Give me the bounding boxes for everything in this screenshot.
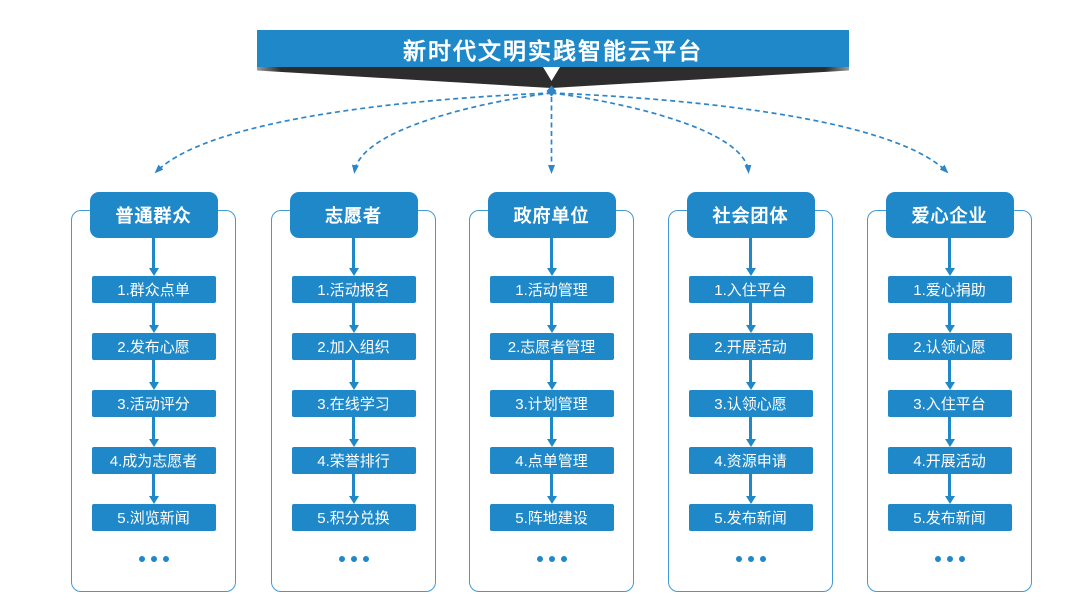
step-item: 4.开展活动 [887,447,1012,474]
connector-col-5 [551,92,949,174]
ellipsis-icon [138,556,169,562]
down-arrow-icon [148,238,159,276]
connector-col-4 [551,92,752,174]
down-arrow-icon [546,303,557,333]
step-item: 1.活动管理 [489,276,614,303]
step-item: 4.资源申请 [688,447,813,474]
step-item: 4.点单管理 [489,447,614,474]
step-item: 3.活动评分 [91,390,216,417]
hub-node-icon [546,85,557,97]
down-arrow-icon [944,360,955,390]
column-header-1: 普通群众 [89,192,218,238]
step-item: 1.爱心捐助 [887,276,1012,303]
column-header-label: 普通群众 [115,206,192,226]
down-arrow-icon [348,303,359,333]
column-flow: 1.活动管理 2.志愿者管理 3.计划管理 4.点单管理 5.阵地建设 [470,238,633,562]
step-item: 1.群众点单 [91,276,216,303]
down-arrow-icon [148,417,159,447]
column-header-3: 政府单位 [487,192,616,238]
role-column-1: 普通群众 1.群众点单 2.发布心愿 3.活动评分 4.成为志愿者 5.浏览新闻 [71,192,236,592]
step-item: 5.积分兑换 [291,504,416,531]
down-arrow-icon [944,238,955,276]
column-flow: 1.群众点单 2.发布心愿 3.活动评分 4.成为志愿者 5.浏览新闻 [72,238,235,562]
down-arrow-icon [546,474,557,504]
down-arrow-icon [745,417,756,447]
step-item: 3.认领心愿 [688,390,813,417]
step-item: 1.活动报名 [291,276,416,303]
column-flow: 1.活动报名 2.加入组织 3.在线学习 4.荣誉排行 5.积分兑换 [272,238,435,562]
step-item: 2.志愿者管理 [489,333,614,360]
role-column-4: 社会团体 1.入住平台 2.开展活动 3.认领心愿 4.资源申请 5.发布新闻 [668,192,833,592]
down-arrow-icon [546,238,557,276]
down-arrow-icon [944,417,955,447]
step-item: 5.发布新闻 [688,504,813,531]
down-arrow-icon [944,303,955,333]
role-column-3: 政府单位 1.活动管理 2.志愿者管理 3.计划管理 4.点单管理 5.阵地建设 [469,192,634,592]
step-item: 5.发布新闻 [887,504,1012,531]
role-column-2: 志愿者 1.活动报名 2.加入组织 3.在线学习 4.荣誉排行 5.积分兑换 [271,192,436,592]
step-item: 2.认领心愿 [887,333,1012,360]
banner-arrow-icon [543,67,560,81]
down-arrow-icon [348,417,359,447]
down-arrow-icon [745,303,756,333]
down-arrow-icon [944,474,955,504]
connector-col-1 [154,92,552,174]
column-header-label: 爱心企业 [911,206,988,226]
step-item: 4.荣誉排行 [291,447,416,474]
ellipsis-icon [735,556,766,562]
column-header-2: 志愿者 [289,192,418,238]
down-arrow-icon [348,360,359,390]
down-arrow-icon [148,474,159,504]
banner-ribbon [257,67,849,88]
step-item: 3.计划管理 [489,390,614,417]
down-arrow-icon [546,417,557,447]
ellipsis-icon [934,556,965,562]
step-item: 3.在线学习 [291,390,416,417]
down-arrow-icon [348,238,359,276]
step-item: 5.阵地建设 [489,504,614,531]
step-item: 2.发布心愿 [91,333,216,360]
ellipsis-icon [338,556,369,562]
step-item: 4.成为志愿者 [91,447,216,474]
column-header-5: 爱心企业 [885,192,1014,238]
ellipsis-icon [536,556,567,562]
step-item: 1.入住平台 [688,276,813,303]
step-item: 3.入住平台 [887,390,1012,417]
column-header-label: 政府单位 [513,206,590,226]
down-arrow-icon [348,474,359,504]
down-arrow-icon [745,238,756,276]
down-arrow-icon [148,360,159,390]
step-item: 2.加入组织 [291,333,416,360]
column-flow: 1.入住平台 2.开展活动 3.认领心愿 4.资源申请 5.发布新闻 [669,238,832,562]
step-item: 2.开展活动 [688,333,813,360]
platform-title-banner: 新时代文明实践智能云平台 [257,30,849,67]
column-header-label: 志愿者 [325,206,382,226]
platform-title: 新时代文明实践智能云平台 [403,37,703,64]
down-arrow-icon [546,360,557,390]
connector-col-2 [351,92,552,174]
down-arrow-icon [745,474,756,504]
role-column-5: 爱心企业 1.爱心捐助 2.认领心愿 3.入住平台 4.开展活动 5.发布新闻 [867,192,1032,592]
column-header-4: 社会团体 [686,192,815,238]
down-arrow-icon [148,303,159,333]
down-arrow-icon [745,360,756,390]
column-flow: 1.爱心捐助 2.认领心愿 3.入住平台 4.开展活动 5.发布新闻 [868,238,1031,562]
column-header-label: 社会团体 [712,206,789,226]
step-item: 5.浏览新闻 [91,504,216,531]
